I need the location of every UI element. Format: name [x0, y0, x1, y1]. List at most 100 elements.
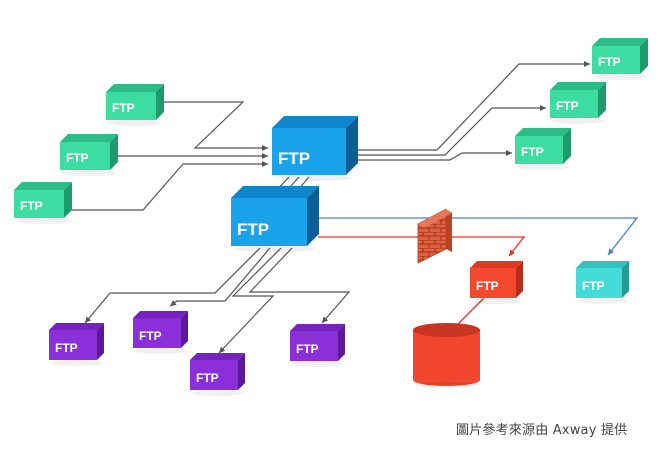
box-front-face — [60, 142, 110, 170]
box-front-face — [190, 360, 238, 390]
box-top-face — [576, 261, 629, 268]
box-top-face — [60, 134, 118, 142]
box-top-face — [133, 311, 188, 318]
box-shadow — [235, 246, 315, 252]
ftp-label: FTP — [139, 329, 162, 343]
ftp-node-teal-target: FTP — [576, 261, 629, 304]
box-top-face — [231, 186, 319, 198]
box-top-face — [515, 128, 571, 136]
ftp-node-purple-1: FTP — [49, 323, 104, 366]
box-top-face — [470, 261, 523, 268]
box-top-face — [49, 323, 104, 330]
box-side-face — [181, 311, 188, 348]
box-side-face — [64, 182, 72, 218]
connection-lines — [70, 61, 590, 354]
box-front-face — [515, 136, 563, 164]
box-front-face — [550, 90, 598, 118]
line-purple-4 — [248, 247, 351, 324]
ftp-node-target-right-3: FTP — [515, 128, 571, 170]
box-shadow — [50, 360, 103, 366]
line-target-right-3 — [358, 150, 512, 161]
ftp-node-lower-hub: FTP — [231, 186, 319, 252]
box-shadow — [134, 348, 187, 354]
ftp-label: FTP — [582, 279, 605, 293]
line-purple-3 — [218, 247, 282, 354]
box-side-face — [238, 353, 245, 390]
line-source-bottom — [70, 161, 268, 211]
ftp-label: FTP — [112, 101, 135, 115]
ftp-label: FTP — [278, 149, 310, 168]
box-shadow — [471, 298, 522, 304]
ftp-label: FTP — [237, 220, 269, 239]
box-front-face — [576, 268, 622, 298]
database-icon — [413, 323, 480, 388]
box-side-face — [516, 261, 523, 298]
box-shadow — [517, 164, 569, 170]
line-red-target — [318, 236, 526, 257]
ftp-node-upper-hub: FTP — [272, 116, 358, 181]
box-shadow — [191, 390, 244, 396]
box-shadow — [276, 175, 354, 181]
box-top-face — [272, 116, 358, 128]
ftp-label: FTP — [476, 279, 499, 293]
box-front-face — [231, 198, 307, 246]
box-shadow — [291, 361, 344, 367]
line-purple-2 — [169, 247, 271, 307]
line-purple-1 — [84, 247, 261, 324]
box-front-face — [14, 190, 64, 218]
box-side-face — [563, 128, 571, 164]
ftp-node-source-middle: FTP — [60, 134, 118, 176]
ftp-label: FTP — [20, 199, 43, 213]
box-side-face — [110, 134, 118, 170]
ftp-label: FTP — [55, 341, 78, 355]
ftp-node-target-right-2: FTP — [550, 82, 606, 124]
ftp-nodes: FTP FTP FTP FTP FTP FTP FTP FTP FTP FTP FTP FTP FTP F… — [14, 38, 648, 396]
firewall-icon — [417, 208, 452, 264]
box-front-face — [133, 318, 181, 348]
ftp-label: FTP — [521, 145, 544, 159]
image-credit: 圖片參考來源由 Axway 提供 — [456, 423, 628, 438]
box-shadow — [62, 170, 116, 176]
box-shadow — [552, 118, 604, 124]
box-front-face — [290, 331, 338, 361]
ftp-label: FTP — [296, 342, 319, 356]
line-target-right-2 — [358, 105, 546, 156]
line-teal-target — [318, 217, 639, 256]
box-side-face — [156, 84, 164, 120]
box-front-face — [272, 128, 346, 175]
line-source-top — [160, 101, 268, 151]
box-side-face — [598, 82, 606, 118]
box-front-face — [470, 268, 516, 298]
box-top-face — [190, 353, 245, 360]
box-front-face — [106, 92, 156, 120]
ftp-node-target-right-1: FTP — [592, 38, 648, 80]
ftp-node-purple-3: FTP — [190, 353, 245, 396]
ftp-node-purple-4: FTP — [290, 324, 345, 367]
box-side-face — [307, 186, 319, 246]
box-front-face — [592, 46, 640, 74]
ftp-label: FTP — [66, 151, 89, 165]
box-shadow — [577, 298, 628, 304]
box-front-face — [49, 330, 97, 360]
box-shadow — [108, 120, 162, 126]
box-side-face — [97, 323, 104, 360]
box-top-face — [14, 182, 72, 190]
box-shadow — [594, 74, 646, 80]
ftp-label: FTP — [196, 371, 219, 385]
ftp-node-red-target: FTP — [470, 261, 523, 304]
ftp-node-purple-2: FTP — [133, 311, 188, 354]
ftp-label: FTP — [598, 55, 621, 69]
line-database — [457, 297, 485, 325]
box-shadow — [16, 218, 70, 224]
box-side-face — [640, 38, 648, 74]
box-top-face — [550, 82, 606, 90]
ftp-node-source-bottom: FTP — [14, 182, 72, 224]
ftp-label: FTP — [556, 99, 579, 113]
box-top-face — [290, 324, 345, 331]
box-side-face — [338, 324, 345, 361]
box-side-face — [346, 116, 358, 175]
box-side-face — [622, 261, 629, 298]
box-top-face — [592, 38, 648, 46]
box-top-face — [106, 84, 164, 92]
